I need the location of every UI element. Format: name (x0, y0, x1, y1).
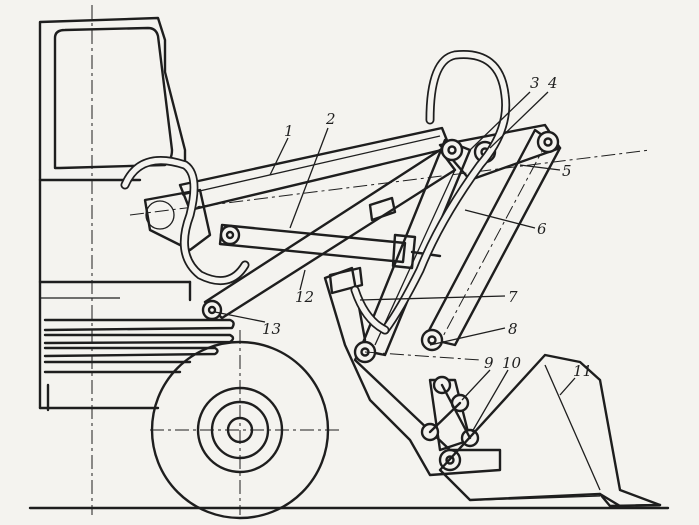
callout-leaders (214, 91, 576, 433)
label-13: 13 (262, 320, 281, 338)
label-11: 11 (573, 362, 592, 380)
front-grille (38, 318, 235, 412)
bucket-mount (323, 266, 502, 477)
cab-window (53, 26, 174, 170)
front-wheel (150, 330, 340, 520)
label-5: 5 (562, 162, 572, 180)
label-4: 4 (547, 74, 558, 92)
label-7: 7 (508, 288, 518, 306)
label-10: 10 (502, 354, 522, 372)
label-8: 8 (508, 320, 518, 338)
hydraulic-hoses (120, 50, 511, 335)
mount-bracket (129, 149, 651, 252)
bucket (438, 353, 662, 508)
link-block (368, 196, 397, 222)
label-3: 3 (530, 74, 540, 92)
label-12: 12 (295, 288, 314, 306)
label-9: 9 (484, 354, 494, 372)
label-1: 1 (284, 122, 294, 140)
label-2: 2 (325, 110, 336, 128)
label-6: 6 (537, 220, 547, 238)
cab (38, 16, 192, 410)
